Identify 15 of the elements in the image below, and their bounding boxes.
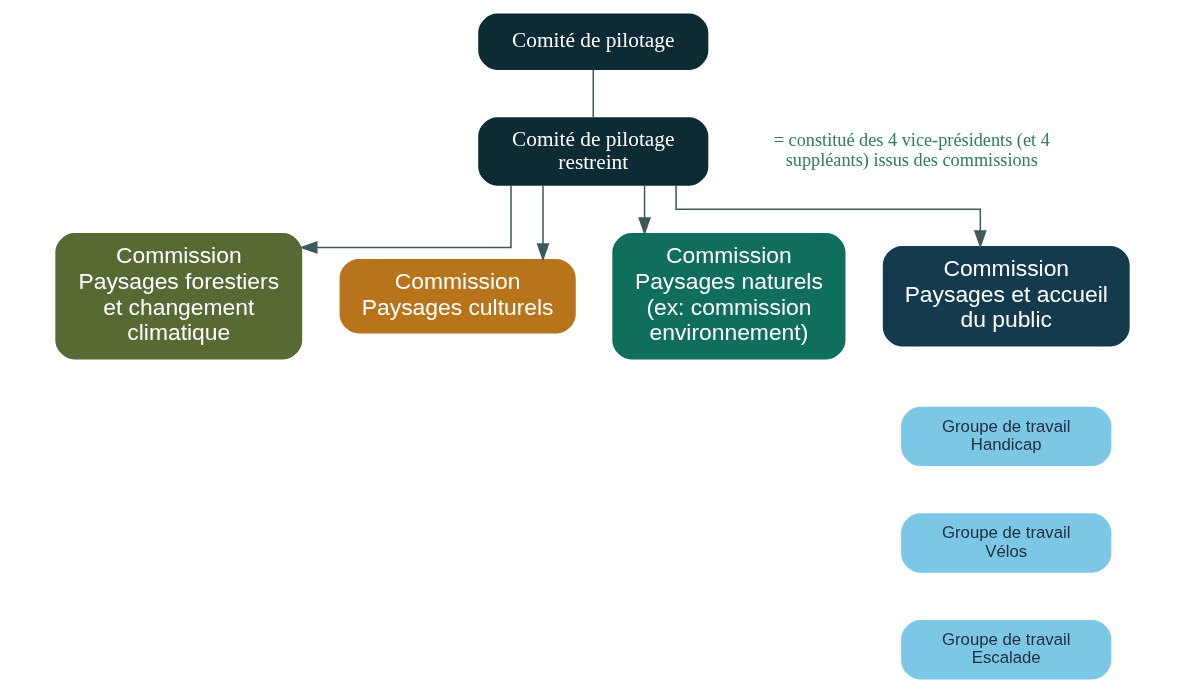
connector (592, 68, 594, 119)
node-box: Comité de pilotage restreint (477, 117, 708, 186)
arrow (637, 184, 651, 236)
node-box: Groupe de travail Vélos (900, 513, 1111, 573)
node-box: Groupe de travail Escalade (900, 620, 1111, 680)
node-box: Comité de pilotage (477, 13, 708, 70)
node-label: = constitué des 4 vice-présidents (et 4 suppléants) issus des commissions (773, 130, 1050, 171)
arrow (298, 184, 512, 254)
node-box: Commission Paysages et accueil du public (882, 245, 1130, 347)
arrow (536, 184, 549, 262)
node-box: Commission Paysages forestiers et changement climatique (54, 232, 302, 360)
node-box: Commission Paysages naturels (ex: commission environnement) (611, 232, 845, 360)
arrow (674, 184, 987, 249)
node-box: Groupe de travail Handicap (900, 406, 1111, 467)
node-box: Commission Paysages culturels (339, 258, 576, 334)
